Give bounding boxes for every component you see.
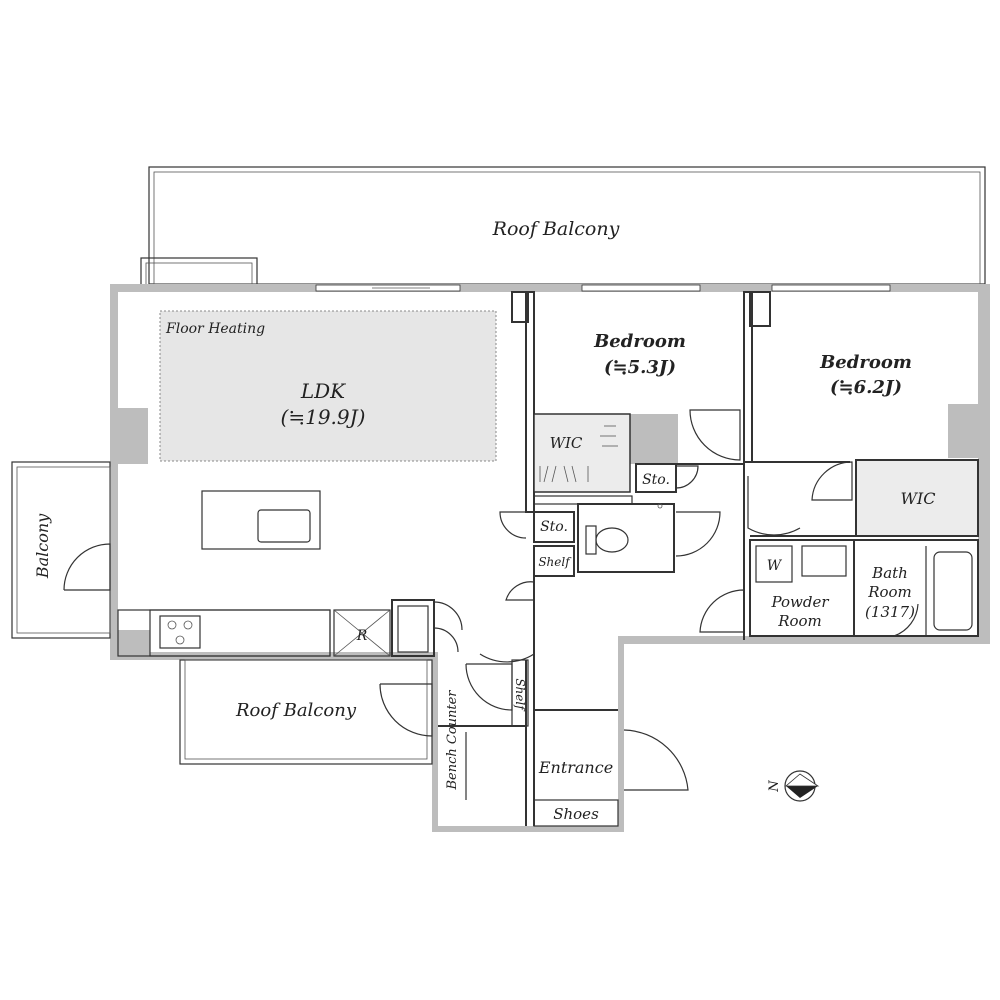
bedroom-2-area: (≒6.2J) <box>830 377 902 398</box>
roof-balcony-bottom: Roof Balcony <box>179 659 433 765</box>
bathtub <box>933 551 973 631</box>
shelf-1-label: Shelf <box>538 555 572 569</box>
interior-walls <box>117 291 979 827</box>
ldk-area: (≒19.9J) <box>281 405 366 429</box>
bedroom-1-area: (≒5.3J) <box>604 357 676 378</box>
powder-room-label-2: Room <box>777 612 822 630</box>
toilet-fixture <box>585 503 663 555</box>
outer-walls <box>110 284 990 832</box>
wic-1-hangers <box>539 425 618 483</box>
sto-2-label: Sto. <box>540 519 568 535</box>
floor-heating-zone <box>159 310 497 462</box>
bath-label-2: Room <box>867 583 912 601</box>
sto-1-label: Sto. <box>642 472 670 488</box>
stove <box>159 615 201 649</box>
balcony-left-label: Balcony <box>33 513 52 579</box>
wic-2-label: WIC <box>900 489 935 508</box>
washer-label: W <box>767 558 783 574</box>
bedroom-2-label: Bedroom <box>819 352 912 373</box>
bench-counter-label: Bench Counter <box>445 690 460 791</box>
roof-balcony-top: Roof Balcony <box>140 166 986 289</box>
entrance-label: Entrance <box>538 758 613 777</box>
bath-label-3: (1317) <box>865 603 915 621</box>
doors <box>63 409 919 791</box>
shelf-2-label: Shelf <box>513 678 527 712</box>
north-arrow-icon: N <box>767 770 820 802</box>
powder-room-label-1: Powder <box>770 593 829 611</box>
windows-top <box>315 284 891 292</box>
north-label: N <box>767 780 782 793</box>
powder-sink <box>801 545 847 577</box>
shoes-label: Shoes <box>553 805 599 823</box>
roof-balcony-bottom-label: Roof Balcony <box>235 700 357 721</box>
balcony-left: Balcony <box>11 461 111 639</box>
washer <box>755 545 793 583</box>
floor-heating-label: Floor Heating <box>165 321 265 337</box>
bedroom-1-label: Bedroom <box>593 331 686 352</box>
fridge-label: R <box>356 628 368 644</box>
bath-label-1: Bath <box>871 564 908 582</box>
ldk-label: LDK <box>300 379 346 403</box>
wic-1-label: WIC <box>550 434 583 452</box>
roof-balcony-top-label: Roof Balcony <box>492 218 620 240</box>
